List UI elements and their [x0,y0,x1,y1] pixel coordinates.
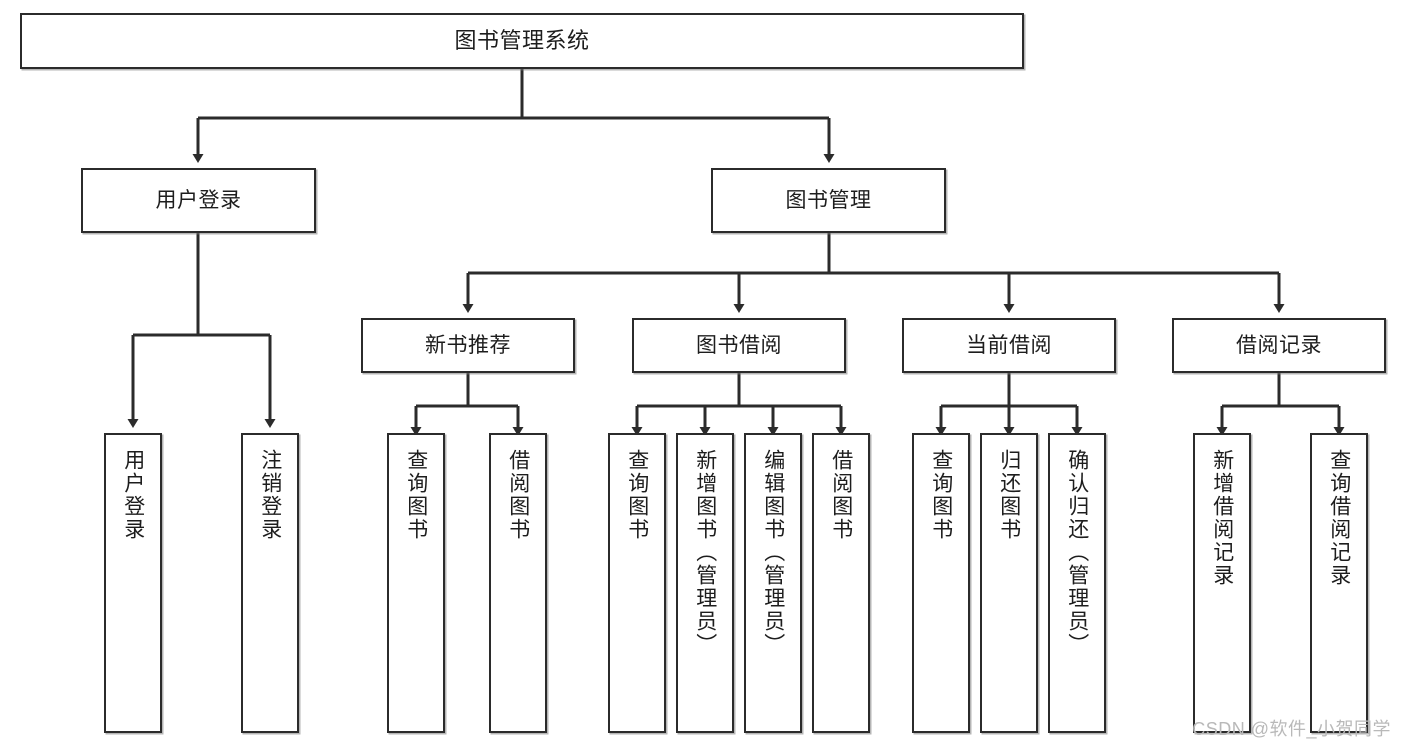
node-leaf-confirm-return-admin[interactable]: 确认归还（管理员） [1048,433,1106,733]
node-leaf-add-borrow-record[interactable]: 新增借阅记录 [1193,433,1251,733]
node-leaf-query-borrow-record[interactable]: 查询借阅记录 [1310,433,1368,733]
node-label: 当前借阅 [966,333,1052,357]
node-root-book-management-system[interactable]: 图书管理系统 [20,13,1024,69]
node-leaf-borrow-book-recommend[interactable]: 借阅图书 [489,433,547,733]
node-label: 图书借阅 [696,333,782,357]
node-label: 查询图书 [929,449,953,541]
node-label: 查询图书 [404,449,428,541]
node-label: 用户登录 [155,188,242,212]
node-leaf-query-book-borrow[interactable]: 查询图书 [608,433,666,733]
node-leaf-query-book-recommend[interactable]: 查询图书 [387,433,445,733]
node-label: 归还图书 [997,449,1021,541]
node-user-login[interactable]: 用户登录 [81,168,316,233]
node-leaf-user-login[interactable]: 用户登录 [104,433,162,733]
node-label: 新书推荐 [425,333,511,357]
node-leaf-add-book-admin[interactable]: 新增图书（管理员） [676,433,734,733]
node-leaf-edit-book-admin[interactable]: 编辑图书（管理员） [744,433,802,733]
node-label: 编辑图书（管理员） [761,449,785,656]
node-leaf-borrow-book[interactable]: 借阅图书 [812,433,870,733]
node-leaf-query-book-current[interactable]: 查询图书 [912,433,970,733]
node-leaf-logout[interactable]: 注销登录 [241,433,299,733]
node-label: 借阅图书 [506,449,530,541]
node-current-borrow[interactable]: 当前借阅 [902,318,1116,373]
node-borrow-record[interactable]: 借阅记录 [1172,318,1386,373]
node-leaf-return-book[interactable]: 归还图书 [980,433,1038,733]
node-label: 注销登录 [258,449,282,541]
node-label: 用户登录 [121,449,145,541]
node-book-borrow[interactable]: 图书借阅 [632,318,846,373]
node-new-book-recommend[interactable]: 新书推荐 [361,318,575,373]
node-label: 图书管理系统 [454,27,590,53]
node-label: 确认归还（管理员） [1065,449,1089,656]
node-label: 新增借阅记录 [1210,449,1234,587]
node-book-management[interactable]: 图书管理 [711,168,946,233]
csdn-watermark: CSDN @软件_小贺同学 [1192,719,1391,739]
node-label: 借阅记录 [1236,333,1322,357]
node-label: 查询图书 [625,449,649,541]
node-label: 查询借阅记录 [1327,449,1351,587]
node-label: 借阅图书 [829,449,853,541]
node-label: 新增图书（管理员） [693,449,717,656]
node-label: 图书管理 [785,188,872,212]
